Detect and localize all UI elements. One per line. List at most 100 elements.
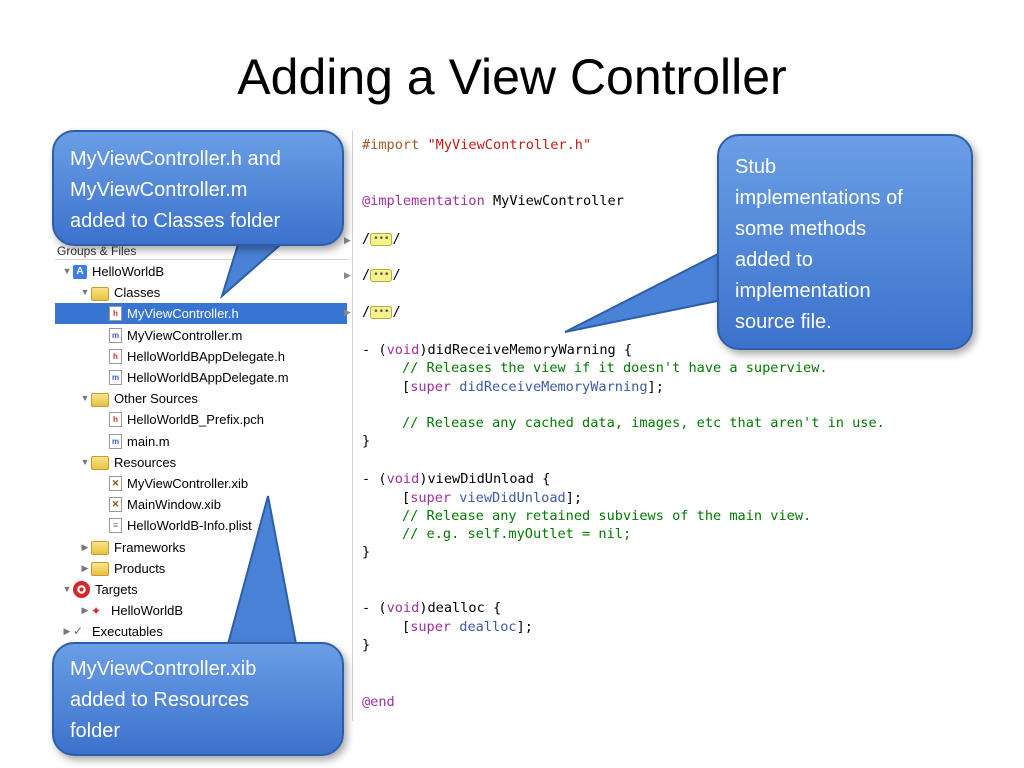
code-comment: // Releases the view if it doesn't have … [402,360,828,376]
sidebar-item[interactable]: ▼ Classes [55,282,347,303]
folded-code-icon[interactable]: ••• [370,268,393,282]
callout-line: added to Resources [70,689,250,711]
source-file-icon: m [109,370,122,385]
xib-file-icon: ✕ [109,476,122,491]
sidebar-item-label: Targets [95,582,138,597]
fold-slash: / [392,304,401,320]
header-file-icon: h [109,412,122,428]
folder-icon [91,562,109,577]
fold-slash: / [362,231,371,247]
disclosure-open-icon[interactable]: ▼ [62,584,72,594]
super-keyword: super [410,619,452,635]
disclosure-open-icon[interactable]: ▼ [62,266,72,276]
sidebar-item-label: HelloWorldB-Info.plist [127,518,252,534]
void-keyword: void [386,471,420,487]
code-line-close-brace: } [362,637,371,653]
sidebar-item[interactable]: m MyViewController.m [55,325,347,346]
sidebar-item[interactable]: ▶✓Executables [55,621,347,642]
sidebar-item[interactable]: ▶Frameworks [55,537,347,558]
disclosure-closed-icon[interactable]: ▶ [81,605,89,616]
code-line-close-brace: } [362,433,371,449]
sidebar-item[interactable]: m main.m [55,431,347,452]
header-file-icon: h [109,306,122,322]
disclosure-closed-icon[interactable]: ▶ [81,541,89,552]
callout-line: MyViewController.xib [70,658,257,680]
sidebar-item[interactable]: h HelloWorldBAppDelegate.h [55,346,347,367]
callout-line: Stub [735,156,777,178]
code-comment: // e.g. self.myOutlet = nil; [402,526,632,542]
sidebar-item[interactable]: ✕MainWindow.xib [55,494,347,515]
code-line-implementation: @implementation MyViewController [362,192,624,210]
sidebar-item[interactable]: ▶✦HelloWorldB [55,600,347,621]
code-line-super-call: [super didReceiveMemoryWarning]; [402,379,664,395]
code-line-comment: // Release any retained subviews of the … [402,507,811,525]
callout-line: added to Classes folder [70,210,281,232]
callout-line: implementations of [735,187,903,209]
source-file-icon: m [109,433,122,449]
import-string: "MyViewController.h" [427,137,592,153]
code-line-end: @end [362,693,395,711]
sidebar-item-label: MyViewController.m [127,327,243,343]
panel-divider[interactable] [352,131,353,721]
callout-classes: MyViewController.h and MyViewController.… [52,130,344,246]
source-file-icon: m [109,327,122,343]
disclosure-closed-icon[interactable]: ▶ [81,562,89,573]
sidebar-item[interactable]: ▼ Other Sources [55,388,347,409]
sidebar-item[interactable]: m HelloWorldBAppDelegate.m [55,367,347,388]
sidebar-item[interactable]: ▼ Resources [55,452,347,473]
code-editor[interactable]: #import "MyViewController.h" @implementa… [362,134,1012,724]
callout-stub-implementations: Stub implementations of some methods add… [717,134,973,350]
fold-marker-icon[interactable]: ▶ [344,235,351,245]
sidebar-item-label: HelloWorldBAppDelegate.m [127,370,289,385]
sidebar-item-label: HelloWorldB [111,603,184,619]
fold-slash: / [362,267,371,283]
folded-code-icon[interactable]: ••• [370,232,393,246]
message-name: didReceiveMemoryWarning [451,379,648,395]
code-line-vdu-signature: - (void)viewDidUnload { [362,470,550,488]
folder-icon [91,392,109,407]
callout-line: implementation [735,280,871,302]
callout-line: MyViewController.m [70,179,248,201]
slide-title: Adding a View Controller [237,49,787,105]
sidebar-item-label: HelloWorldBAppDelegate.h [127,348,286,364]
callout-line: folder [70,720,121,742]
sidebar-item-label: Resources [114,454,177,470]
code-line-folded-1: /•••/ [362,230,401,248]
method-prefix: - ( [362,471,387,487]
target-icon [73,581,90,598]
sidebar-item-label: Other Sources [114,391,198,407]
folder-icon [91,456,109,471]
callout-line: source file. [735,311,832,333]
sidebar-item[interactable]: ✕MyViewController.xib [55,473,347,494]
header-file-icon: h [109,348,122,364]
sidebar-item-label: HelloWorldB [92,264,165,279]
sidebar-item[interactable]: ≡HelloWorldB-Info.plist [55,515,347,536]
method-signature: )dealloc { [419,600,502,616]
void-keyword: void [386,600,420,616]
message-name: viewDidUnload [451,490,566,506]
callout-line: added to [735,249,813,271]
sidebar-item-label: main.m [127,433,170,449]
sidebar-item-label: MyViewController.h [127,306,239,322]
fold-marker-icon[interactable]: ▶ [344,307,351,317]
code-comment: // Release any retained subviews of the … [402,508,812,524]
super-keyword: super [410,379,452,395]
disclosure-open-icon[interactable]: ▼ [80,287,90,298]
sidebar-item[interactable]: h MyViewController.h [55,303,347,325]
disclosure-open-icon[interactable]: ▼ [80,456,90,467]
method-prefix: - ( [362,342,387,358]
sidebar-item[interactable]: ▼ Targets [55,579,347,600]
code-line-super-call: [super viewDidUnload]; [402,490,583,506]
disclosure-closed-icon[interactable]: ▶ [63,626,71,637]
fold-marker-icon[interactable]: ▶ [344,270,351,280]
code-line-dmw-signature: - (void)didReceiveMemoryWarning { [362,341,632,359]
folded-code-icon[interactable]: ••• [370,305,393,319]
disclosure-open-icon[interactable]: ▼ [80,393,90,404]
method-prefix: - ( [362,600,387,616]
sidebar-item[interactable]: ▶Products [55,558,347,579]
sidebar-item-label: Classes [114,285,161,301]
code-comment: // Release any cached data, images, etc … [402,415,885,431]
code-line-folded-3: /•••/ [362,303,401,321]
